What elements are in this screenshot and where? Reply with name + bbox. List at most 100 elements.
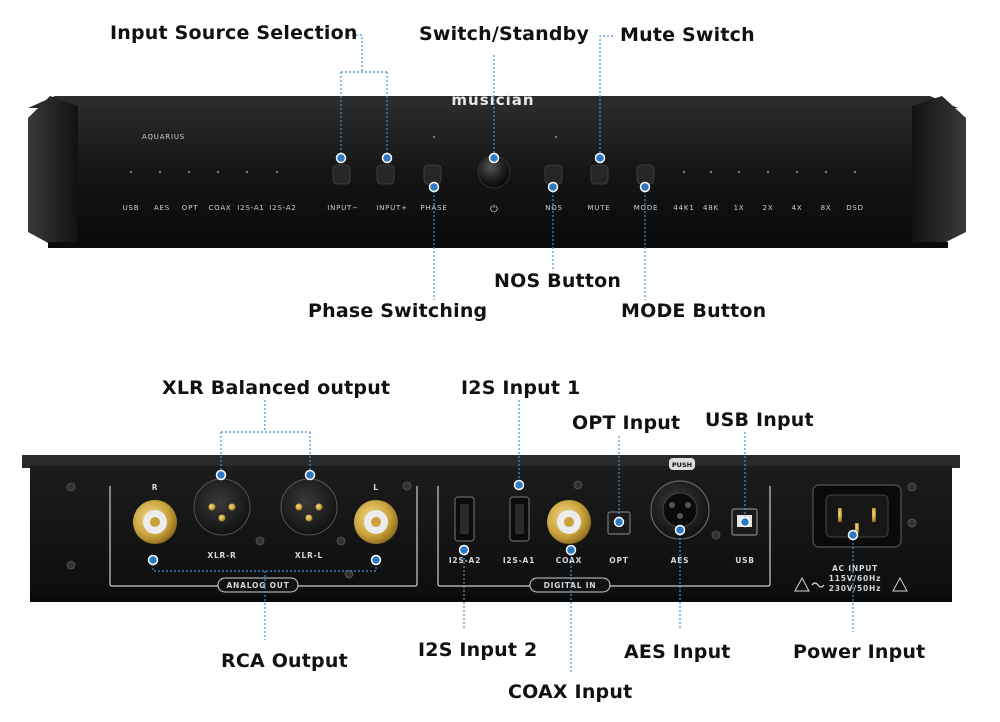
screw: [255, 536, 265, 546]
aes-pin-hole: [669, 502, 675, 508]
input-minus-button[interactable]: [332, 164, 351, 185]
dot-i2s-2: [458, 544, 470, 556]
label-4x: 4X: [792, 204, 803, 212]
label-8x: 8X: [821, 204, 832, 212]
screw: [344, 569, 354, 579]
rear-screws: [66, 480, 917, 579]
dot-power: [847, 529, 859, 541]
dot-mode: [639, 181, 651, 193]
label-usb: USB: [735, 556, 755, 565]
mute-button[interactable]: [590, 164, 609, 185]
label-aes: AES: [154, 204, 170, 212]
dot-opt: [613, 516, 625, 528]
led: [187, 170, 191, 174]
callout-coax-input: COAX Input: [508, 681, 633, 703]
front-right-ear: [912, 96, 966, 244]
label-input-plus: INPUT+: [376, 204, 408, 212]
aes-socket: [662, 492, 698, 528]
xlr-r-connector[interactable]: [193, 478, 251, 536]
ac-pin: [838, 508, 842, 522]
xlr-pin: [295, 503, 303, 511]
xlr-pin: [208, 503, 216, 511]
label-mute: MUTE: [587, 204, 610, 212]
leader-xlr: [220, 400, 311, 475]
led: [682, 170, 686, 174]
label-push: PUSH: [672, 461, 692, 469]
front-panel: musician AQUARIUS USB AES OPT COAX I2S-A…: [28, 91, 966, 248]
phase-button[interactable]: [423, 164, 442, 185]
label-dsd: DSD: [846, 204, 864, 212]
label-i2s-a2: I2S-A2: [449, 556, 481, 565]
callout-opt-input: OPT Input: [572, 412, 681, 434]
front-bottom-edge: [48, 242, 948, 248]
label-opt: OPT: [609, 556, 628, 565]
dot-rca-l: [370, 554, 382, 566]
model-name: AQUARIUS: [142, 133, 185, 141]
callout-xlr-balanced-output: XLR Balanced output: [162, 377, 391, 399]
warning-icon: [794, 576, 810, 592]
led: [709, 170, 713, 174]
led: [737, 170, 741, 174]
warning-icon: [892, 576, 908, 592]
rear-panel: ANALOG OUT DIGITAL IN R XLR-R XLR-L L I2: [22, 455, 960, 602]
label-ac-230: 230V/50Hz: [829, 584, 881, 593]
aes-pin-hole: [677, 513, 683, 519]
label-ac-115: 115V/60Hz: [829, 574, 881, 583]
label-mode: MODE: [634, 204, 659, 212]
ac-pin: [855, 523, 859, 533]
label-xlr-l: XLR-L: [295, 551, 323, 560]
callout-power-input: Power Input: [793, 641, 926, 663]
led: [432, 135, 436, 139]
power-symbol: ⏻: [490, 204, 498, 215]
dot-usb: [739, 516, 751, 528]
rca-r-pin: [150, 517, 160, 527]
dot-phase: [428, 181, 440, 193]
callout-usb-input: USB Input: [705, 409, 814, 431]
ac-pin: [872, 508, 876, 522]
mode-button[interactable]: [636, 164, 655, 185]
aes-push-tab[interactable]: [669, 458, 695, 470]
input-indicator-leds: [129, 170, 279, 174]
dot-power: [488, 152, 500, 164]
analog-out-label: ANALOG OUT: [226, 581, 289, 590]
nos-button[interactable]: [544, 164, 563, 185]
xlr-pin: [315, 503, 323, 511]
dot-xlr-r: [215, 469, 227, 481]
label-1x: 1X: [734, 204, 745, 212]
dot-aes: [674, 524, 686, 536]
front-callout-dots: [335, 152, 651, 193]
label-i2s-a2: I2S-A2: [269, 204, 296, 212]
callout-input-source-selection: Input Source Selection: [110, 22, 358, 44]
dot-input-plus: [381, 152, 393, 164]
dot-i2s-1: [513, 479, 525, 491]
led: [158, 170, 162, 174]
led: [129, 170, 133, 174]
label-i2s-a1: I2S-A1: [503, 556, 535, 565]
leader-rca: [152, 560, 377, 640]
callout-i2s-input-2: I2S Input 2: [418, 639, 538, 661]
label-coax: COAX: [208, 204, 231, 212]
label-2x: 2X: [763, 204, 774, 212]
rear-face: [30, 466, 952, 598]
label-44k1: 44K1: [673, 204, 694, 212]
digital-in-badge: [529, 577, 611, 593]
callout-rca-output: RCA Output: [221, 650, 348, 672]
label-xlr-r: XLR-R: [207, 551, 236, 560]
callout-mode-button: MODE Button: [621, 300, 767, 322]
screw: [66, 482, 76, 492]
led: [766, 170, 770, 174]
digital-in-label: DIGITAL IN: [544, 581, 597, 590]
analog-out-badge: [217, 577, 299, 593]
dot-input-minus: [335, 152, 347, 164]
callout-mute-switch: Mute Switch: [620, 24, 755, 46]
xlr-l-connector[interactable]: [280, 478, 338, 536]
led: [216, 170, 220, 174]
dot-rca-r: [147, 554, 159, 566]
dot-coax: [565, 544, 577, 556]
screw: [907, 518, 917, 528]
aes-pin-hole: [685, 502, 691, 508]
label-coax: COAX: [556, 556, 582, 565]
input-plus-button[interactable]: [376, 164, 395, 185]
